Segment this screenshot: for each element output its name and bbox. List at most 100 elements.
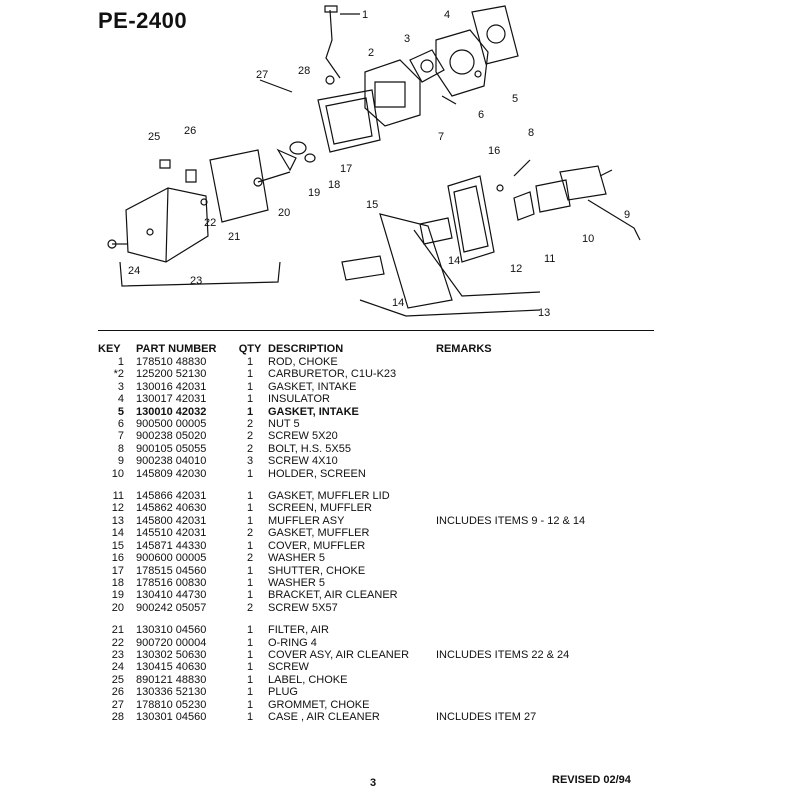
cell-remarks [436,699,658,711]
cell-remarks [436,406,658,418]
diagram-callout-11: 11 [544,253,555,265]
cell-description: CARBURETOR, C1U-K23 [268,368,397,381]
cell-key: 27 [111,698,124,711]
cell-key: 17 [111,564,124,577]
diagram-callout-10: 10 [582,233,594,245]
cell-key: 20 [111,601,124,614]
cell-description: NUT 5 [268,418,300,431]
diagram-callout-19: 19 [308,187,320,199]
cell-qty: 2 [246,418,254,431]
cell-remarks: INCLUDES ITEMS 9 - 12 & 14 [436,514,586,527]
cell-qty: 1 [246,636,254,649]
cell-part-number: 130017 42031 [136,393,207,406]
cell-qty: 2 [246,442,254,455]
cell-key: *2 [113,368,124,381]
cell-remarks [436,540,658,552]
cell-description: BOLT, H.S. 5X55 [268,442,351,455]
cell-remarks [436,381,658,393]
diagram-callout-20: 20 [278,207,290,219]
cell-description: ROD, CHOKE [268,356,338,368]
cell-remarks [436,661,658,673]
cell-qty: 1 [246,710,254,723]
cell-key: 16 [111,552,124,565]
cell-remarks [436,393,658,405]
cell-part-number: 900238 04010 [136,455,207,468]
cell-qty: 1 [246,539,254,552]
cell-description: SHUTTER, CHOKE [268,564,366,577]
diagram-callout-4: 4 [444,9,450,21]
cell-remarks: INCLUDES ITEM 27 [436,710,537,723]
diagram-callout-25: 25 [148,131,160,143]
cell-remarks [436,624,658,636]
diagram-callout-12: 12 [510,263,522,275]
cell-key: 26 [111,686,124,699]
cell-part-number: 900105 05055 [136,442,207,455]
cell-remarks [436,468,658,480]
cell-key: 14 [111,527,124,540]
cell-description: HOLDER, SCREEN [268,467,366,480]
cell-qty: 1 [246,380,254,393]
cell-remarks [436,455,658,467]
cell-key: 1 [117,356,124,368]
cell-qty: 1 [246,624,254,637]
header-part-number: PART NUMBER [136,342,217,355]
cell-description: MUFFLER ASY [268,514,345,527]
cell-part-number: 178510 48830 [136,356,207,368]
cell-remarks [436,490,658,502]
diagram-callout-22: 22 [204,217,216,229]
cell-qty: 3 [246,455,254,468]
cell-description: SCREW 5X57 [268,601,338,614]
cell-part-number: 130310 04560 [136,624,207,637]
diagram-callout-9: 9 [624,209,630,221]
cell-description: GASKET, MUFFLER LID [268,490,390,503]
diagram-callout-6: 6 [478,109,484,121]
cell-description: GASKET, INTAKE [268,405,359,418]
cell-qty: 1 [246,589,254,602]
cell-key: 19 [111,589,124,602]
cell-key: 7 [117,430,124,443]
parts-list-table: KEY PART NUMBER QTY DESCRIPTION REMARKS … [98,342,658,723]
cell-key: 21 [111,624,124,637]
cell-qty: 1 [246,467,254,480]
cell-description: INSULATOR [268,393,330,406]
document-title: PE-2400 [98,8,188,33]
cell-part-number: 130302 50630 [136,648,207,661]
cell-qty: 1 [246,673,254,686]
diagram-callout-17: 17 [340,163,352,175]
cell-remarks [436,356,658,368]
cell-description: CASE , AIR CLEANER [268,710,380,723]
cell-key: 13 [111,514,124,527]
cell-remarks [436,565,658,577]
cell-description: COVER, MUFFLER [268,539,366,552]
cell-qty: 2 [246,527,254,540]
diagram-callout-24: 24 [128,265,140,277]
cell-description: WASHER 5 [268,576,326,589]
header-remarks: REMARKS [436,342,492,355]
cell-description: LABEL, CHOKE [268,673,348,686]
cell-description: GASKET, INTAKE [268,380,357,393]
cell-remarks [436,589,658,601]
cell-part-number: 145809 42030 [136,467,207,480]
cell-remarks [436,527,658,539]
cell-remarks [436,502,658,514]
cell-remarks [436,418,658,430]
header-key: KEY [98,342,121,355]
cell-remarks [436,686,658,698]
cell-description: BRACKET, AIR CLEANER [268,589,398,602]
cell-part-number: 890121 48830 [136,673,207,686]
